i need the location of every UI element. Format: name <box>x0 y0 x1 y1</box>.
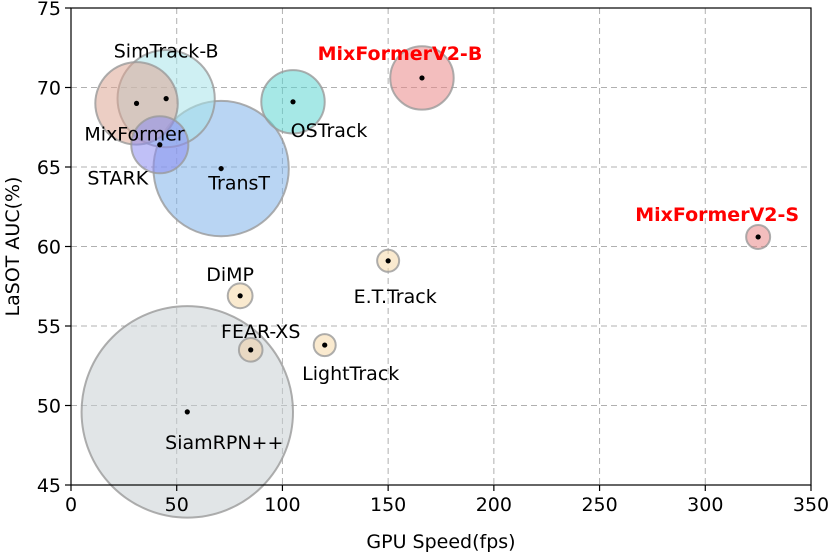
point-dot-ostrack <box>290 99 296 105</box>
x-tick-label: 300 <box>687 494 723 516</box>
point-dot-simtrack-b <box>163 96 169 102</box>
y-axis-title: LaSOT AUC(%) <box>2 177 24 317</box>
point-label-fear-xs: FEAR-XS <box>221 321 300 343</box>
point-dot-siamrpn <box>184 409 190 415</box>
point-label-dimp: DiMP <box>206 264 254 286</box>
dot-layer <box>133 75 761 415</box>
point-dot-mixformerv2-s <box>755 234 761 240</box>
point-dot-mixformer <box>133 100 140 106</box>
point-dot-transt <box>218 165 224 172</box>
y-tick-label: 75 <box>37 0 61 20</box>
point-label-e-t-track: E.T.Track <box>354 286 437 308</box>
point-label-transt: TransT <box>207 173 270 195</box>
point-dot-e-t-track <box>385 258 391 264</box>
point-dot-lighttrack <box>322 342 328 348</box>
y-tick-label: 70 <box>37 78 61 100</box>
x-tick-label: 350 <box>793 494 829 516</box>
x-tick-label: 0 <box>65 494 77 516</box>
x-tick-label: 50 <box>165 494 189 516</box>
point-label-lighttrack: LightTrack <box>302 363 399 385</box>
y-tick-label: 50 <box>37 396 61 418</box>
y-tick-label: 55 <box>37 316 61 338</box>
x-tick-label: 200 <box>476 494 512 516</box>
x-axis-title: GPU Speed(fps) <box>366 531 515 553</box>
point-label-stark: STARK <box>87 168 148 190</box>
point-dot-fear-xs <box>248 347 254 353</box>
point-dot-mixformerv2-b <box>419 75 425 81</box>
point-label-siamrpn: SiamRPN++ <box>165 432 283 454</box>
y-tick-label: 60 <box>37 237 61 259</box>
point-label-ostrack: OSTrack <box>291 120 368 142</box>
x-tick-label: 100 <box>264 494 300 516</box>
tick-layer: 0 50 100 150 200 250 300 350 45 50 55 60 65 70 75 <box>37 0 829 516</box>
x-tick-label: 250 <box>581 494 617 516</box>
point-dot-stark <box>157 142 163 148</box>
y-tick-label: 65 <box>37 157 61 179</box>
point-label-mixformerv2-b: MixFormerV2-B <box>318 43 483 65</box>
point-dot-dimp <box>237 293 243 299</box>
point-label-simtrack-b: SimTrack-B <box>114 41 219 63</box>
x-tick-label: 150 <box>370 494 406 516</box>
point-label-mixformer: MixFormer <box>84 123 184 145</box>
y-tick-label: 45 <box>37 475 61 497</box>
point-label-mixformerv2-s: MixFormerV2-S <box>635 204 799 226</box>
